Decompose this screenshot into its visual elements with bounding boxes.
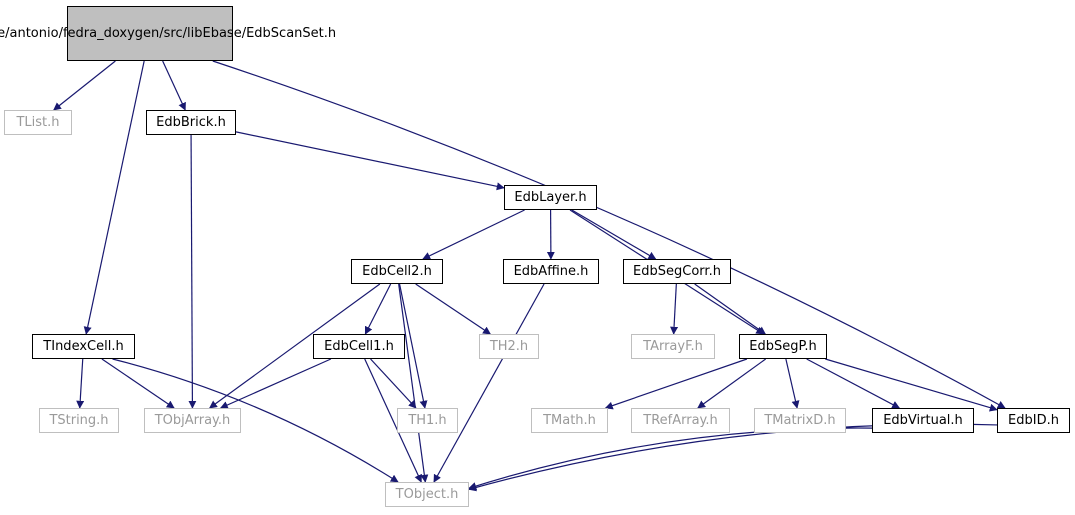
edge-edbsegp-to-tmath — [604, 358, 748, 410]
node-tlist-h[interactable]: TList.h — [4, 110, 72, 135]
node-tarrayf-h[interactable]: TArrayF.h — [631, 334, 715, 359]
edge-edbcell1-to-tobject — [364, 358, 422, 483]
edge-root-to-tindexcell — [83, 60, 145, 335]
edge-edbbrick-to-tobjarray — [188, 134, 197, 409]
edge-tindexcell-to-tstring — [76, 358, 85, 409]
node-tmath-h[interactable]: TMath.h — [531, 408, 608, 433]
node-tindexcell-h[interactable]: TIndexCell.h — [32, 334, 135, 359]
edge-edblayer-to-edbsegcorr — [571, 209, 657, 260]
node-edblayer-h[interactable]: EdbLayer.h — [504, 185, 597, 210]
node-edbvirtual-h[interactable]: EdbVirtual.h — [872, 408, 974, 433]
node-edbcell2-h[interactable]: EdbCell2.h — [351, 259, 443, 284]
edge-edbsegcorr-to-edbsegp — [694, 283, 766, 335]
node-root-line-1: /home/antonio/fedra — [0, 25, 98, 41]
edge-edblayer-to-edbcell2 — [422, 209, 525, 260]
node-tobject-h[interactable]: TObject.h — [385, 482, 469, 507]
node-tmatrixd-h[interactable]: TMatrixD.h — [754, 408, 846, 433]
edge-edbsegp-to-edbid — [825, 358, 998, 412]
node-th1-h[interactable]: TH1.h — [397, 408, 458, 433]
node-trefarray-h[interactable]: TRefArray.h — [631, 408, 730, 433]
edge-edbcell2-to-tobject — [398, 283, 429, 483]
node-edbbrick-h[interactable]: EdbBrick.h — [146, 110, 236, 135]
edge-edbcell1-to-th1 — [370, 358, 417, 409]
node-root-line-2: _doxygen/src/libEbase — [97, 25, 242, 41]
node-root-line-3: /EdbScanSet.h — [241, 25, 337, 41]
node-edbscanset-h[interactable]: /home/antonio/fedra _doxygen/src/libEbas… — [0, 6, 336, 61]
edge-edbcell2-to-th1 — [398, 283, 428, 409]
edge-edbbrick-to-edblayer — [235, 131, 505, 191]
node-edbaffine-h[interactable]: EdbAffine.h — [503, 259, 599, 284]
node-tobjarray-h[interactable]: TObjArray.h — [144, 408, 241, 433]
edge-edbvirtual-to-tobject — [468, 427, 873, 490]
edge-edbcell2-to-edbcell1 — [364, 283, 392, 335]
node-th2-h[interactable]: TH2.h — [479, 334, 539, 359]
edge-edbcell2-to-tobjarray — [209, 283, 381, 409]
edge-edbcell1-to-tobjarray — [219, 358, 332, 409]
node-edbsegp-h[interactable]: EdbSegP.h — [739, 334, 827, 359]
edge-edbsegp-to-edbvirtual — [806, 358, 901, 409]
node-edbcell1-h[interactable]: EdbCell1.h — [313, 334, 405, 359]
edge-tindexcell-to-tobject — [112, 358, 399, 483]
node-edbsegcorr-h[interactable]: EdbSegCorr.h — [623, 259, 731, 284]
edge-tindexcell-to-tobjarray — [101, 358, 175, 409]
edge-edbsegcorr-to-tarrayf — [670, 283, 679, 335]
edge-edbsegp-to-tmatrixd — [785, 358, 800, 409]
edge-edbsegp-to-trefarray — [697, 358, 767, 409]
node-edbid-h[interactable]: EdbID.h — [997, 408, 1070, 433]
edge-edbaffine-to-tobject — [433, 283, 545, 483]
edge-root-to-edbbrick — [162, 60, 186, 111]
edge-edbcell2-to-th2 — [415, 283, 491, 335]
edge-root-to-edbid — [212, 60, 1006, 409]
node-tstring-h[interactable]: TString.h — [39, 408, 119, 433]
edge-root-to-tlist — [53, 60, 116, 111]
